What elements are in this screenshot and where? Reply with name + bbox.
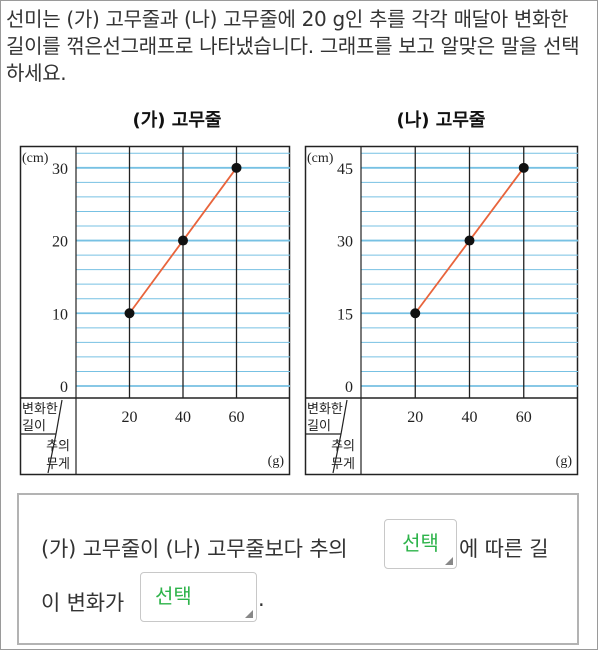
data-point [518,162,529,173]
y-tick-label: 10 [52,306,68,323]
chart-border [304,145,579,476]
question-text: 선미는 (가) 고무줄과 (나) 고무줄에 20 g인 추를 각각 매달아 변화… [6,7,580,85]
x-tick-label: 20 [122,409,138,426]
y-tick-label: 30 [337,234,353,251]
x-axis-name-line2: 무게 [46,457,70,472]
data-point [410,308,421,319]
data-point [124,308,135,319]
data-point [464,235,475,246]
answer-line-1-text: (가) 고무줄이 (나) 고무줄보다 추의 [41,537,348,561]
x-axis-name-line1: 추의 [331,439,355,454]
corner-diagonal-lower [47,433,57,474]
y-axis-name-line1: 변화한 [307,402,343,417]
y-tick-label: 45 [337,161,353,178]
x-unit-label: (g) [268,454,285,469]
data-point [231,162,242,173]
x-axis-name-line2: 무게 [331,457,355,472]
y-axis-name-line1: 변화한 [22,402,58,417]
y-tick-label: 0 [345,379,353,396]
select-2-value: 선택 [155,584,192,608]
y-tick-label: 0 [60,379,68,396]
select-dropdown-2[interactable]: 선택 [140,572,257,622]
answer-box: (가) 고무줄이 (나) 고무줄보다 추의 선택 에 따른 길 이 변화가 선택… [17,493,579,645]
answer-line-2-text: 이 변화가 [41,591,124,615]
y-tick-label: 30 [52,161,68,178]
data-point [178,235,188,246]
corner-diagonal-upper [340,399,348,435]
corner-diagonal-upper [55,399,63,435]
chart-title-ga: (가) 고무줄 [132,110,222,131]
x-tick-label: 20 [407,409,423,426]
x-unit-label: (g) [556,454,573,469]
corner-diagonal-lower [332,433,342,474]
answer-line-1: (가) 고무줄이 (나) 고무줄보다 추의 [41,533,348,563]
x-tick-label: 60 [229,409,245,426]
dropdown-corner-icon [445,557,453,565]
y-axis-name-line2: 길이 [22,419,46,434]
y-unit-label: (cm) [307,151,334,166]
chart-border [19,145,291,476]
y-unit-label: (cm) [22,151,49,166]
x-tick-label: 60 [516,409,532,426]
y-tick-label: 15 [337,306,353,323]
select-dropdown-1[interactable]: 선택 [384,519,457,569]
y-tick-label: 20 [52,234,68,251]
x-tick-label: 40 [462,409,478,426]
answer-line-1-after: 에 따른 길 [459,537,549,561]
select-1-value: 선택 [402,531,439,555]
dropdown-corner-icon [245,610,253,618]
x-tick-label: 40 [175,409,191,426]
x-axis-name-line1: 추의 [46,439,70,454]
chart-title-na: (나) 고무줄 [396,110,486,131]
answer-line-2-after: . [258,587,265,611]
y-axis-name-line2: 길이 [307,419,331,434]
